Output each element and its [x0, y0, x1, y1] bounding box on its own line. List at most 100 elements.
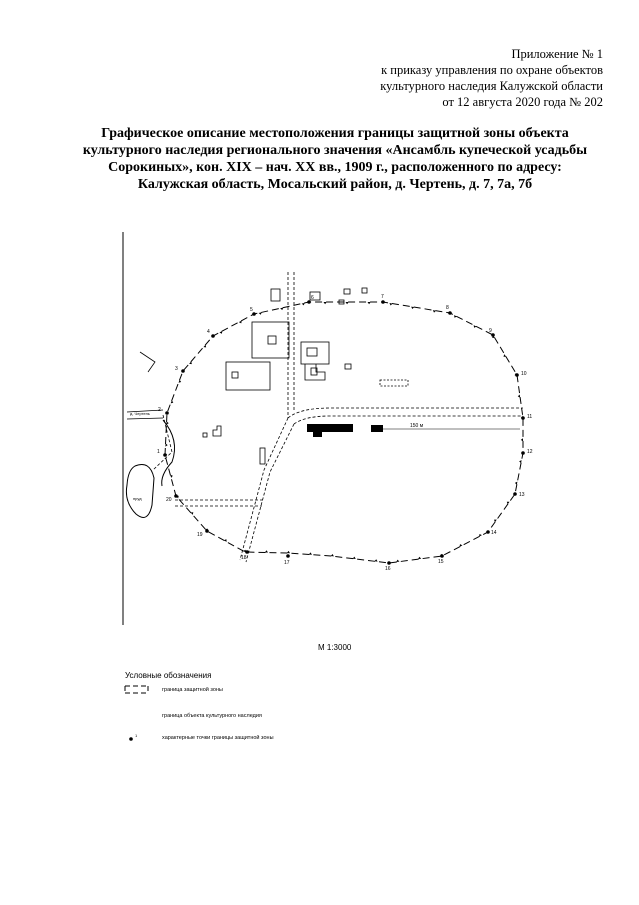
boundary-point-label: 4 [207, 329, 210, 335]
boundary-point [286, 554, 290, 558]
dark-buildings [307, 424, 383, 437]
boundary-tick [280, 307, 284, 311]
building [344, 363, 352, 370]
boundary-point [211, 334, 215, 338]
dark-building [371, 425, 383, 432]
document-title: Графическое описание местоположения гран… [70, 125, 600, 193]
boundary-tick [323, 302, 327, 305]
dark-building [313, 431, 322, 437]
boundary-point-label: 14 [491, 530, 497, 536]
boundary-tick [203, 344, 207, 348]
legend-point-sample: 1 [135, 733, 138, 738]
ruined-building [379, 379, 409, 387]
estate-outbuilding-inner [310, 367, 318, 376]
boundary-tick [238, 320, 242, 324]
boundary-point-label: 17 [284, 560, 290, 566]
road-main-parallel [293, 415, 523, 425]
appendix-order-line: к приказу управления по охране объектов [381, 63, 603, 77]
boundary-point-label: 8 [446, 305, 449, 311]
protective-zone-boundary [164, 301, 524, 564]
road-main [287, 407, 523, 419]
estate-building [225, 361, 271, 391]
boundary-tick [389, 303, 393, 306]
road-to-village [126, 409, 164, 413]
building [259, 447, 266, 465]
boundary-tick [396, 559, 400, 563]
boundary-point-label: 2 [158, 407, 161, 413]
boundary-point [491, 333, 495, 337]
boundary-point [521, 451, 525, 455]
boundary-point-label: 12 [527, 449, 533, 455]
building [202, 432, 208, 438]
boundary-tick [503, 354, 507, 357]
estate-house-inner [306, 347, 318, 357]
boundary-tick [479, 533, 482, 537]
boundary-point [181, 369, 185, 373]
boundary-tick [352, 556, 356, 559]
road-to-village-parallel [126, 417, 164, 420]
stream-line [161, 419, 175, 487]
boundary-tick [190, 512, 194, 515]
appendix-authority-line: культурного наследия Калужской области [380, 79, 603, 93]
boundary-point-label: 18 [241, 555, 247, 561]
road-pond [152, 414, 173, 471]
boundary-point-label: 20 [166, 497, 172, 503]
boundary-tick [189, 361, 192, 365]
boundary-point-label: 6 [311, 295, 314, 301]
legend-item-zone: граница защитной зоны [162, 687, 223, 693]
boundary-tick [520, 438, 523, 442]
boundary-point-label: 13 [519, 492, 525, 498]
boundary-point-label: 19 [197, 532, 203, 538]
boundary-tick [345, 302, 349, 305]
estate-building-inner [231, 371, 239, 379]
boundary-tick [170, 400, 174, 404]
estate-building-inner [267, 335, 277, 345]
boundary-tick [514, 481, 518, 485]
boundary-tick [165, 443, 168, 447]
boundary-tick [454, 315, 457, 318]
boundary-point [245, 550, 249, 554]
legend-title: Условные обозначения [125, 671, 212, 680]
boundary-tick [411, 306, 415, 310]
boundary-point-label: 3 [175, 366, 178, 372]
boundary-point [513, 492, 517, 496]
boundary-point-label: 16 [385, 566, 391, 572]
appendix-date-line: от 12 августа 2020 года № 202 [442, 95, 603, 109]
boundary-tick [367, 302, 371, 305]
legend-item-heritage: граница объекта культурного наследия [162, 713, 262, 719]
boundary-point [521, 416, 525, 420]
boundary-point-label: 9 [489, 328, 492, 334]
pond-outline [125, 464, 155, 518]
boundary-point [307, 300, 311, 304]
boundary-point-label: 15 [438, 559, 444, 565]
boundary-tick [506, 501, 510, 505]
boundary-point-label: 5 [250, 307, 253, 313]
appendix-header: Приложение № 1 к приказу управления по о… [203, 46, 603, 110]
road-label: д. Чертень [130, 411, 150, 416]
boundary-tick [258, 312, 262, 315]
boundary-point-label: 1 [157, 449, 160, 455]
boundary-tick [264, 550, 269, 553]
road-south [239, 417, 289, 561]
legend-point-symbol [129, 737, 133, 741]
boundary-tick [219, 331, 223, 334]
boundary-point [486, 530, 490, 534]
title-line-1: Графическое описание местоположения гран… [101, 126, 569, 141]
boundary-tick [223, 539, 227, 542]
pond-label: пруд [133, 496, 142, 501]
boundary-point-label: 11 [527, 414, 532, 420]
boundary-tick [308, 552, 312, 555]
boundary-tick [170, 474, 173, 478]
distance-label: 150 м [410, 423, 424, 429]
outer-contour [139, 351, 156, 373]
boundary-tick [494, 519, 497, 523]
boundary-point [387, 561, 391, 565]
estate-building [251, 321, 290, 359]
legend-item-points: характерные точки границы защитной зоны [162, 735, 274, 741]
title-line-4: Калужская область, Мосальский район, д. … [137, 177, 533, 192]
building [338, 299, 345, 305]
boundary-tick [301, 302, 305, 306]
